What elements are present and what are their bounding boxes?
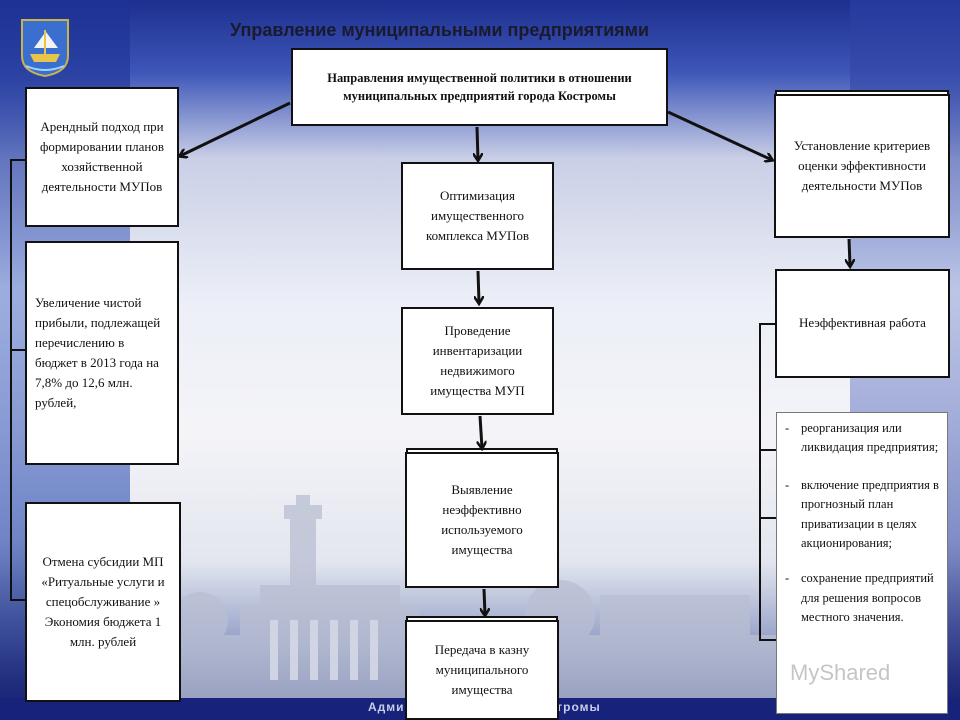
- list-item-text: сохранение предприятий для решения вопро…: [801, 571, 934, 624]
- kostroma-emblem-icon: [21, 19, 69, 78]
- main-direction-text: Направления имущественной политики в отн…: [327, 70, 632, 103]
- list-dash: -: [785, 571, 790, 586]
- list-item: - включение предприятия в прогнозный пла…: [785, 476, 939, 554]
- optimization-text: Оптимизация имущественного комплекса МУП…: [425, 187, 530, 244]
- list-item-text: включение предприятия в прогнозный план …: [801, 477, 939, 550]
- inefficient-property-box: Выявление неэффективно используемого иму…: [405, 452, 559, 588]
- list-item: - реорганизация или ликвидация предприят…: [785, 419, 939, 458]
- inefficient-work-box: Неэффективная работа: [775, 269, 950, 378]
- subsidy-cancel-text: Отмена субсидии МП «Ритуальные услуги и …: [41, 553, 165, 650]
- inefficient-work-text: Неэффективная работа: [799, 315, 926, 331]
- list-item: - сохранение предприятий для решения воп…: [785, 569, 939, 627]
- inventory-text: Проведение инвентаризации недвижимого им…: [430, 322, 525, 399]
- criteria-box: Установление критериев оценки эффективно…: [774, 94, 950, 238]
- list-item-text: реорганизация или ликвидация предприятия…: [801, 421, 939, 455]
- optimization-box: Оптимизация имущественного комплекса МУП…: [401, 162, 554, 270]
- criteria-text: Установление критериев оценки эффективно…: [793, 137, 931, 194]
- treasury-transfer-text: Передача в казну муниципального имуществ…: [434, 641, 530, 698]
- watermark: MyShared: [790, 660, 891, 685]
- lease-approach-box: Арендный подход при формировании планов …: [25, 87, 179, 227]
- inventory-box: Проведение инвентаризации недвижимого им…: [401, 307, 554, 415]
- measures-list: - реорганизация или ликвидация предприят…: [776, 412, 948, 714]
- subsidy-cancel-box: Отмена субсидии МП «Ритуальные услуги и …: [25, 502, 181, 702]
- profit-increase-box: Увеличение чистой прибыли, подлежащей пе…: [25, 241, 179, 465]
- slide-title: Управление муниципальными предприятиями: [230, 20, 650, 40]
- treasury-transfer-box: Передача в казну муниципального имуществ…: [405, 620, 559, 720]
- profit-increase-text: Увеличение чистой прибыли, подлежащей пе…: [35, 294, 161, 411]
- lease-approach-text: Арендный подход при формировании планов …: [39, 118, 165, 195]
- main-direction-box: Направления имущественной политики в отн…: [291, 48, 668, 126]
- list-dash: -: [785, 477, 790, 492]
- inefficient-property-text: Выявление неэффективно используемого иму…: [441, 481, 523, 558]
- list-dash: -: [785, 421, 790, 435]
